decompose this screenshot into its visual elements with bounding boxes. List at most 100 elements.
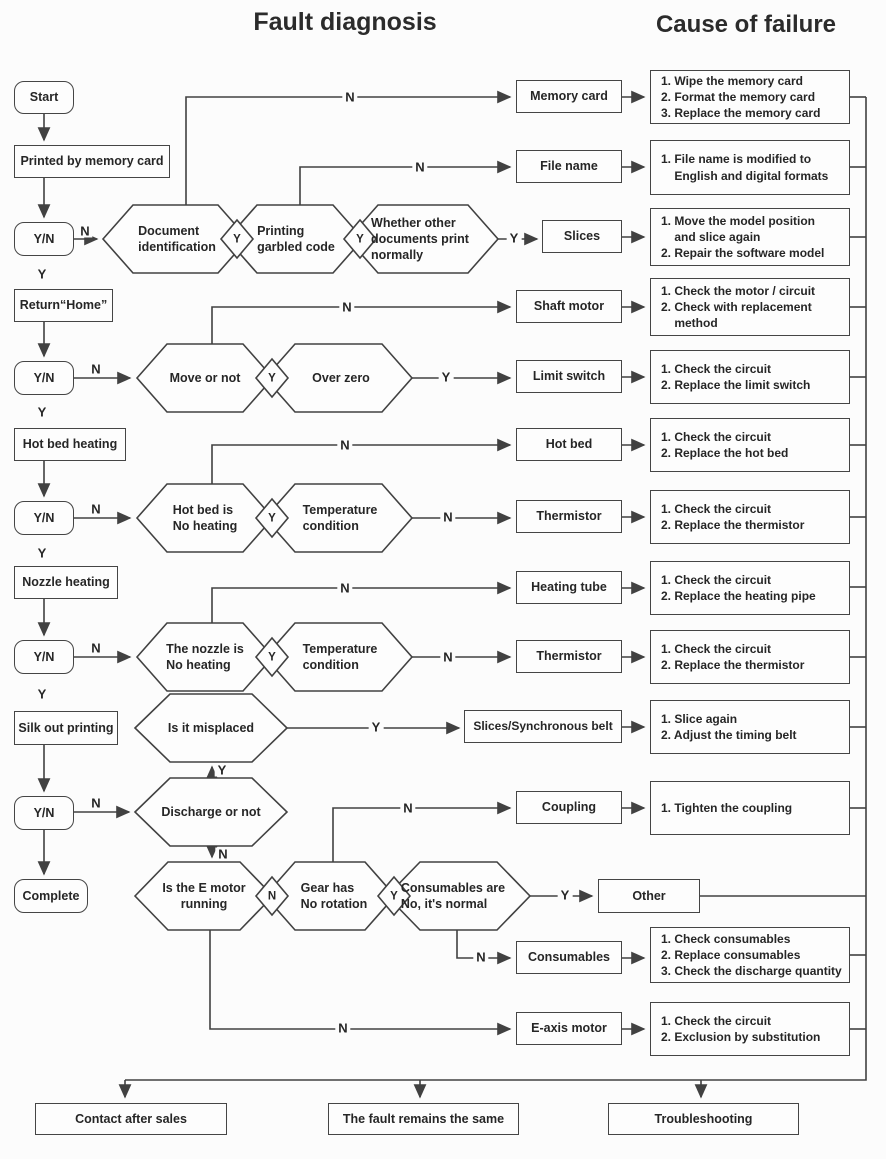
cause-limit-switch: 1. Check the circuit 2. Replace the limi… (650, 350, 850, 404)
cause-limit-switch-text: 1. Check the circuit 2. Replace the limi… (661, 361, 811, 392)
component-e-axis-motor: E-axis motor (516, 1012, 622, 1045)
cause-memory-card-text: 1. Wipe the memory card 2. Format the me… (661, 73, 821, 121)
edge-label-n: N (88, 362, 104, 376)
edge-label-n: N (88, 796, 104, 810)
node-silk-out-printing: Silk out printing (14, 711, 118, 745)
decision-nozzle-no-heating: The nozzle is No heating (166, 642, 244, 672)
decision-gear-no-rotation: Gear has No rotation (300, 881, 368, 911)
edge-label-n: N (473, 950, 489, 964)
component-coupling: Coupling (516, 791, 622, 824)
edge-label-y: Y (34, 267, 50, 281)
node-complete: Complete (14, 879, 88, 913)
junction-label-y: Y (268, 512, 276, 525)
title-fault-diagnosis: Fault diagnosis (253, 8, 437, 36)
junction-label-y: Y (233, 233, 241, 246)
footer-troubleshooting: Troubleshooting (608, 1103, 799, 1135)
cause-slices-text: 1. Move the model position and slice aga… (661, 213, 825, 261)
edge-label-y: Y (557, 888, 573, 902)
junction-label-n: N (267, 890, 277, 903)
node-yn-1: Y/N (14, 222, 74, 256)
node-hot-bed-heating: Hot bed heating (14, 428, 126, 461)
edge-label-n: N (400, 801, 416, 815)
decision-temperature-condition-nozzle: Temperature condition (302, 642, 378, 672)
edge-label-y: Y (34, 546, 50, 560)
decision-printing-garbled-code: Printing garbled code (257, 224, 335, 254)
junction-label-y: Y (268, 651, 276, 664)
component-thermistor-bed: Thermistor (516, 500, 622, 533)
edge-label-n: N (215, 847, 231, 861)
component-other: Other (598, 879, 700, 913)
node-start: Start (14, 81, 74, 114)
edge-label-n: N (88, 502, 104, 516)
junction-label-y: Y (268, 372, 276, 385)
decision-document-identification: Document identification (138, 224, 216, 254)
decision-hot-bed-no-heating: Hot bed is No heating (172, 503, 238, 533)
edge-label-n: N (342, 90, 358, 104)
edge-label-y: Y (34, 687, 50, 701)
edge-label-n: N (77, 224, 93, 238)
node-printed-by-memory-card: Printed by memory card (14, 145, 170, 178)
edge-label-y: Y (368, 720, 384, 734)
node-yn-5: Y/N (14, 796, 74, 830)
component-file-name: File name (516, 150, 622, 183)
component-limit-switch: Limit switch (516, 360, 622, 393)
cause-consumables-text: 1. Check consumables 2. Replace consumab… (661, 931, 842, 979)
cause-coupling: 1. Tighten the coupling (650, 781, 850, 835)
edge-label-n: N (440, 510, 456, 524)
cause-thermistor-nozzle: 1. Check the circuit 2. Replace the ther… (650, 630, 850, 684)
component-thermistor-nozzle: Thermistor (516, 640, 622, 673)
cause-thermistor-bed-text: 1. Check the circuit 2. Replace the ther… (661, 501, 805, 532)
decision-discharge-or-not: Discharge or not (161, 805, 261, 819)
decision-other-documents-print: Whether other documents print normally (371, 216, 469, 262)
edge-label-n: N (337, 438, 353, 452)
junction-label-y: Y (356, 233, 364, 246)
junction-diamonds (219, 218, 412, 917)
title-cause-of-failure: Cause of failure (655, 11, 837, 38)
decision-move-or-not: Move or not (169, 371, 241, 385)
cause-thermistor-nozzle-text: 1. Check the circuit 2. Replace the ther… (661, 641, 805, 672)
edge-label-y: Y (34, 405, 50, 419)
decision-consumables-normal: Consumables are No, it's normal (400, 881, 506, 911)
edge-label-n: N (337, 581, 353, 595)
component-memory-card: Memory card (516, 80, 622, 113)
node-yn-2: Y/N (14, 361, 74, 395)
decision-e-motor-running: Is the E motor running (162, 881, 246, 911)
cause-heating-tube-text: 1. Check the circuit 2. Replace the heat… (661, 572, 816, 603)
cause-e-axis-motor: 1. Check the circuit 2. Exclusion by sub… (650, 1002, 850, 1056)
cause-memory-card: 1. Wipe the memory card 2. Format the me… (650, 70, 850, 124)
decision-is-it-misplaced: Is it misplaced (167, 721, 255, 735)
node-yn-4: Y/N (14, 640, 74, 674)
cause-slices-belt: 1. Slice again 2. Adjust the timing belt (650, 700, 850, 754)
cause-hot-bed-text: 1. Check the circuit 2. Replace the hot … (661, 429, 789, 460)
component-shaft-motor: Shaft motor (516, 290, 622, 323)
cause-slices: 1. Move the model position and slice aga… (650, 208, 850, 266)
component-slices: Slices (542, 220, 622, 253)
edge-label-n: N (440, 650, 456, 664)
footer-fault-remains: The fault remains the same (328, 1103, 519, 1135)
edge-label-y: Y (214, 763, 230, 777)
cause-coupling-text: 1. Tighten the coupling (661, 800, 793, 815)
cause-e-axis-motor-text: 1. Check the circuit 2. Exclusion by sub… (661, 1013, 821, 1044)
decision-temperature-condition-bed: Temperature condition (302, 503, 378, 533)
edge-label-n: N (335, 1021, 351, 1035)
edge-label-n: N (412, 160, 428, 174)
cause-hot-bed: 1. Check the circuit 2. Replace the hot … (650, 418, 850, 472)
node-return-home: Return“Home” (14, 289, 113, 322)
edge-label-n: N (88, 641, 104, 655)
cause-shaft-motor-text: 1. Check the motor / circuit 2. Check wi… (661, 283, 816, 331)
cause-file-name-text: 1. File name is modified to English and … (661, 152, 829, 183)
footer-contact-after-sales: Contact after sales (35, 1103, 227, 1135)
cause-thermistor-bed: 1. Check the circuit 2. Replace the ther… (650, 490, 850, 544)
component-heating-tube: Heating tube (516, 571, 622, 604)
decision-over-zero: Over zero (312, 371, 370, 385)
edge-label-n: N (339, 300, 355, 314)
junction-label-y: Y (390, 890, 398, 903)
node-nozzle-heating: Nozzle heating (14, 566, 118, 599)
cause-shaft-motor: 1. Check the motor / circuit 2. Check wi… (650, 278, 850, 336)
node-yn-3: Y/N (14, 501, 74, 535)
cause-slices-belt-text: 1. Slice again 2. Adjust the timing belt (661, 711, 797, 742)
component-slices-synchronous-belt: Slices/Synchronous belt (464, 710, 622, 743)
component-hot-bed: Hot bed (516, 428, 622, 461)
edge-label-y: Y (506, 231, 522, 245)
